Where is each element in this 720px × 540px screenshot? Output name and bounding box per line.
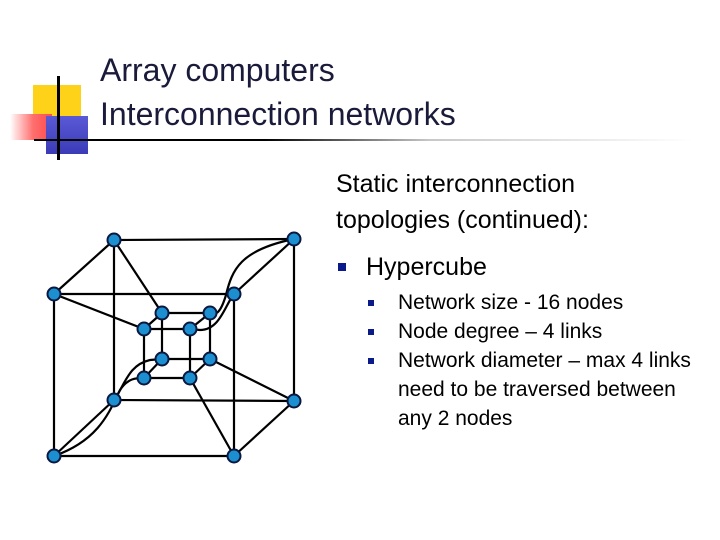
edge bbox=[113, 239, 163, 314]
decorative-red-block bbox=[10, 114, 52, 140]
node bbox=[286, 393, 302, 409]
intro-line-1: Static interconnection bbox=[336, 170, 576, 198]
edge bbox=[53, 399, 115, 457]
decorative-vertical-line bbox=[57, 76, 60, 160]
node bbox=[286, 231, 302, 247]
sub-bullet-item: Node degree – 4 links bbox=[366, 317, 706, 346]
square-bullet-icon bbox=[368, 300, 374, 306]
edge bbox=[113, 398, 295, 403]
edge bbox=[53, 376, 145, 458]
slide-title-line-1: Array computers bbox=[100, 52, 335, 88]
hypercube-nodes bbox=[46, 231, 302, 464]
sub-bullet-item: Network size - 16 nodes bbox=[366, 288, 706, 317]
sub-bullet-text: Network diameter – max 4 links need to b… bbox=[398, 349, 691, 430]
decorative-blue-block bbox=[46, 116, 88, 154]
square-bullet-icon bbox=[368, 358, 374, 364]
node bbox=[202, 351, 218, 367]
hypercube-diagram bbox=[46, 231, 302, 464]
edge bbox=[53, 239, 115, 295]
sub-bullet-text: Network size - 16 nodes bbox=[398, 291, 624, 314]
edge bbox=[113, 237, 295, 242]
sub-bullet-list: Network size - 16 nodes Node degree – 4 … bbox=[366, 288, 706, 433]
edge bbox=[53, 292, 145, 331]
edge bbox=[209, 358, 295, 402]
intro-line-2: topologies (continued): bbox=[336, 206, 589, 234]
title-underline bbox=[34, 139, 694, 141]
square-bullet-icon bbox=[338, 263, 346, 271]
edge bbox=[233, 238, 295, 295]
slide-content: Static interconnection topologies (conti… bbox=[336, 166, 706, 430]
node bbox=[136, 370, 152, 386]
slide-title-line-2: Interconnection networks bbox=[100, 96, 456, 132]
node bbox=[182, 370, 198, 386]
node bbox=[202, 305, 218, 321]
node bbox=[154, 305, 170, 321]
square-bullet-icon bbox=[368, 329, 374, 335]
edge bbox=[189, 377, 235, 457]
node bbox=[154, 351, 170, 367]
node bbox=[226, 448, 242, 464]
node bbox=[46, 448, 62, 464]
hypercube-edges bbox=[52, 237, 296, 458]
node bbox=[46, 286, 62, 302]
node bbox=[106, 232, 122, 248]
edge bbox=[233, 400, 295, 457]
sub-bullet-item: Network diameter – max 4 links need to b… bbox=[366, 346, 706, 433]
node bbox=[182, 321, 198, 337]
node bbox=[136, 321, 152, 337]
node bbox=[106, 392, 122, 408]
sub-bullet-text: Node degree – 4 links bbox=[398, 320, 603, 343]
bullet-label: Hypercube bbox=[366, 253, 487, 281]
node bbox=[226, 286, 242, 302]
